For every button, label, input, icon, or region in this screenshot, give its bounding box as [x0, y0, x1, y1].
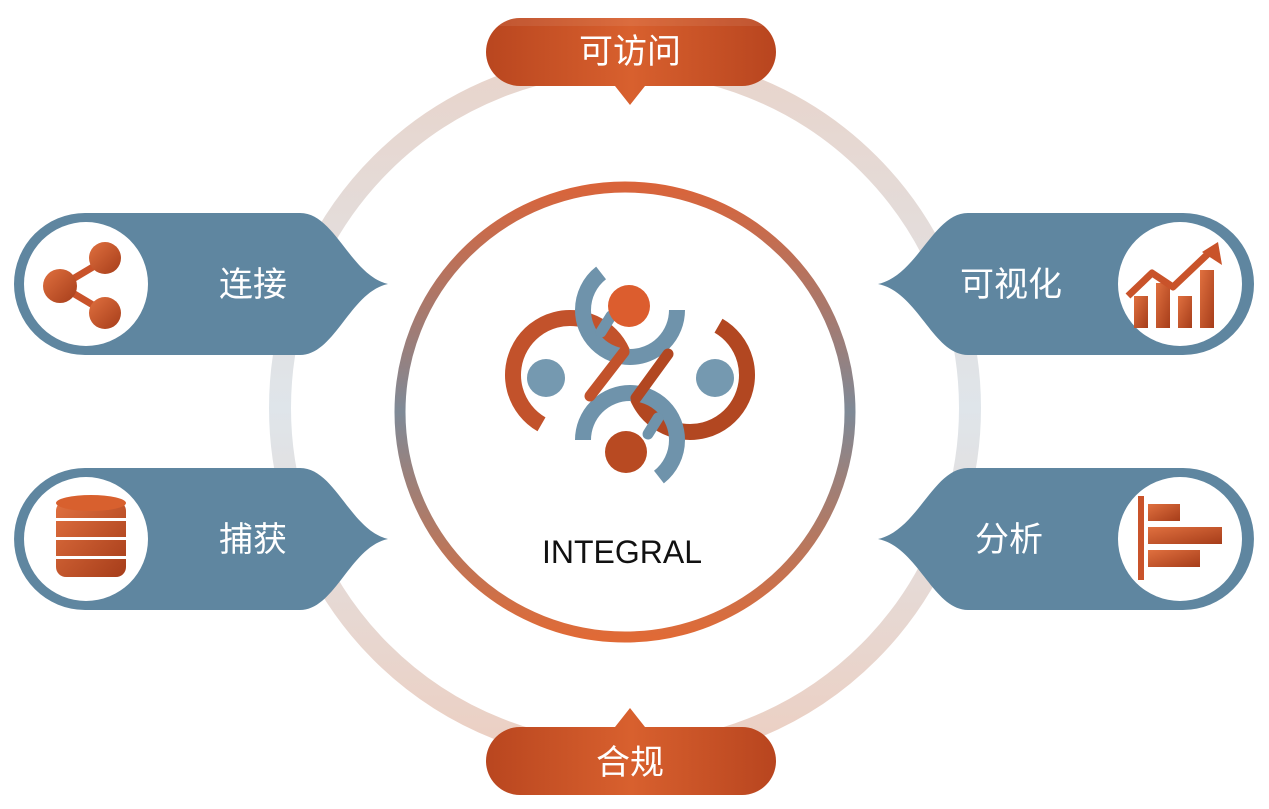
bottom-pill-label: 合规 — [596, 743, 664, 783]
trend-chart-icon — [1125, 242, 1222, 328]
horizontal-bar-chart-icon — [1138, 496, 1222, 580]
bottom-pill-compliance: 合规 — [486, 708, 776, 795]
callout-analyze: 分析 — [878, 468, 1254, 610]
inner-ring — [394, 181, 856, 643]
top-pill-label: 可访问 — [579, 32, 681, 72]
integral-logo-icon — [505, 255, 755, 495]
analyze-label: 分析 — [975, 520, 1043, 560]
connect-label: 连接 — [219, 265, 287, 305]
callout-connect: 连接 — [14, 213, 388, 355]
center-label: INTEGRAL — [542, 534, 702, 570]
connect-icon-circle — [24, 222, 148, 346]
database-icon — [56, 495, 126, 577]
visualize-label: 可视化 — [960, 265, 1062, 305]
callout-visualize: 可视化 — [878, 213, 1254, 355]
share-icon — [43, 242, 121, 329]
top-pill-access: 可访问 — [486, 18, 776, 105]
callout-capture: 捕获 — [14, 468, 388, 610]
capture-label: 捕获 — [219, 520, 287, 560]
